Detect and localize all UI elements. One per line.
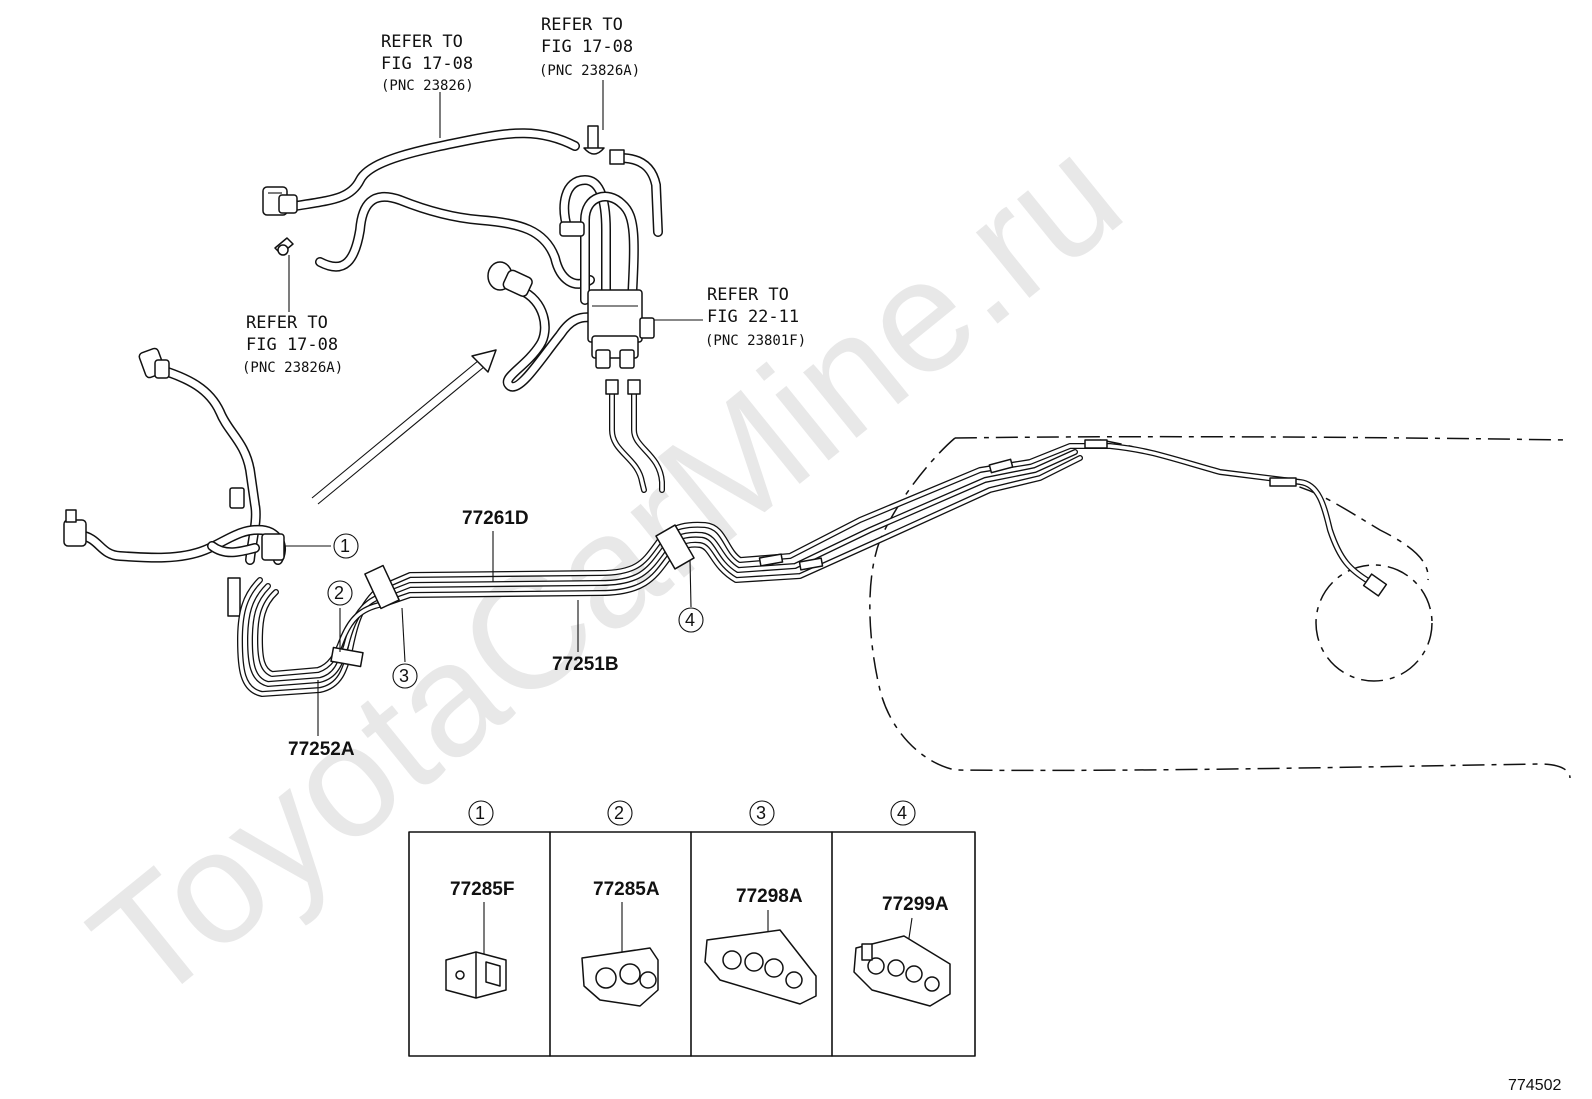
table-mark-3: 3 [756,803,766,823]
reference-number: 774502 [1508,1077,1561,1094]
detail-arrow-icon [311,349,497,505]
charcoal-canister-valve-icon [587,289,655,369]
clamp-part-2: 77285A [593,879,660,900]
callout-4-label: 4 [685,610,695,630]
clamp-4-icon [655,524,695,570]
detail-view [262,80,703,505]
refer-note-pnc: (PNC 23826) [381,78,474,94]
clamp-3-icon [364,564,400,610]
hose-connector-icon [63,509,87,547]
main-tube-assembly [63,347,1388,736]
refer-note-pnc: (PNC 23801F) [705,333,806,349]
part-label-77252A: 77252A [288,739,355,760]
refer-note-line2: FIG 22-11 [707,307,799,327]
refer-note-4: REFER TO FIG 22-11 (PNC 23801F) [705,285,806,349]
clamp-table-header-4: 4 [890,800,916,826]
callout-1: 1 [333,533,359,559]
clamp-table-header-1: 1 [468,800,494,826]
table-mark-4: 4 [897,803,907,823]
refer-note-line2: FIG 17-08 [381,54,473,74]
refer-note-line1: REFER TO [541,15,623,35]
fuel-tank-outline [869,435,1571,779]
refer-note-pnc: (PNC 23826A) [539,63,640,79]
hose-connector-icon [138,347,170,379]
clamp-77285A-icon [581,947,659,1007]
clamp-77298A-icon [704,929,817,1005]
refer-note-pnc: (PNC 23826A) [242,360,343,376]
part-label-77251B: 77251B [552,654,619,675]
callout-1-label: 1 [340,536,350,556]
clamp-part-3: 77298A [736,886,803,907]
callout-2-label: 2 [334,583,344,603]
refer-note-1: REFER TO FIG 17-08 (PNC 23826) [381,32,474,94]
clamp-part-4: 77299A [882,894,949,915]
clamp-2-icon [330,646,364,668]
table-mark-2: 2 [614,803,624,823]
callout-4: 4 [678,607,704,633]
hose-connector-icon [487,261,533,297]
callout-3-label: 3 [399,666,409,686]
refer-note-line2: FIG 17-08 [541,37,633,57]
clamp-part-1: 77285F [450,879,514,900]
callout-3: 3 [392,663,418,689]
clamp-table-header-3: 3 [749,800,775,826]
refer-note-2: REFER TO FIG 17-08 (PNC 23826A) [539,15,640,79]
clamp-table-header-2: 2 [607,800,633,826]
refer-note-3: REFER TO FIG 17-08 (PNC 23826A) [242,313,343,376]
hose-clip-icon [274,237,294,256]
hose-clip-icon [583,125,605,155]
clamp-table: 1 2 3 4 77285F 77285A 77298A 77299A [408,800,976,1057]
refer-note-line1: REFER TO [381,32,463,52]
table-mark-1: 1 [475,803,485,823]
clamp-77285F-icon [445,951,507,999]
refer-note-line2: FIG 17-08 [246,335,338,355]
callout-2: 2 [327,580,353,606]
refer-note-line1: REFER TO [707,285,789,305]
hose-connector-icon [262,186,298,216]
clamp-1-icon [261,533,285,561]
part-label-77261D: 77261D [462,508,529,529]
clamp-77299A-icon [853,935,951,1007]
refer-note-line1: REFER TO [246,313,328,333]
